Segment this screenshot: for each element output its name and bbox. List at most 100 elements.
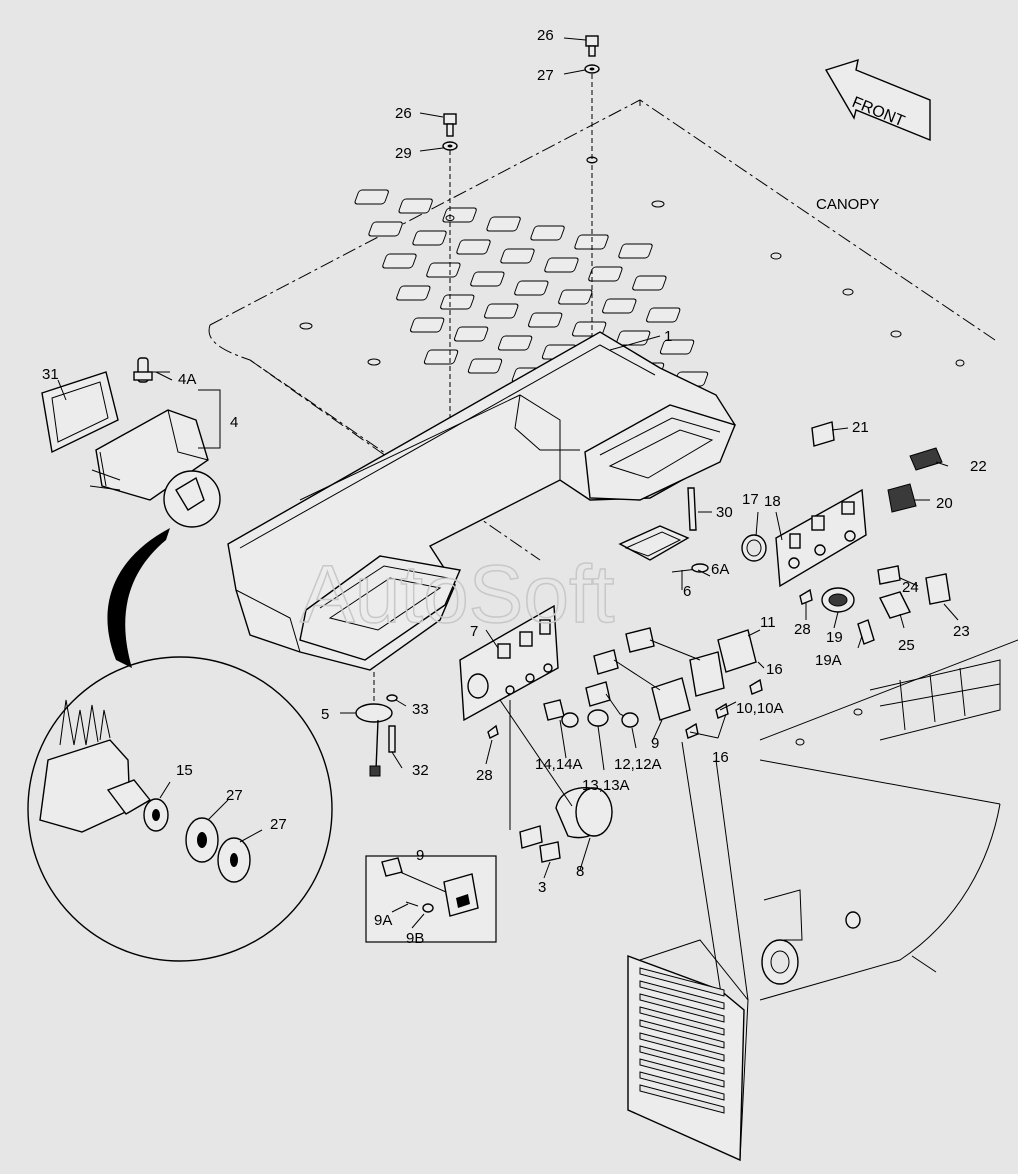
callout-14: 14,14A xyxy=(535,756,583,773)
vent-slot xyxy=(467,358,503,374)
vent-slot xyxy=(558,289,593,305)
grille-slot xyxy=(639,1058,725,1088)
grille-slot xyxy=(639,993,725,1023)
work-lamp-assembly xyxy=(41,357,221,528)
vent-slot xyxy=(530,225,565,241)
callout-30: 30 xyxy=(716,504,733,521)
callout-16b: 16 xyxy=(712,749,729,766)
grille-slot xyxy=(639,967,725,997)
callout-26a: 26 xyxy=(537,27,554,44)
callout-5: 5 xyxy=(321,706,329,723)
callout-17: 17 xyxy=(742,491,759,508)
callout-26b: 26 xyxy=(395,105,412,122)
vent-slot xyxy=(456,239,491,255)
vent-slot xyxy=(544,257,579,273)
callout-labels: CANOPY 1 3 4 4A 5 6 6A 7 8 9 9 9A 9B 10,… xyxy=(42,27,987,947)
canopy-vent-grid xyxy=(354,189,709,392)
vent-slot xyxy=(646,307,681,323)
callout-8: 8 xyxy=(576,863,584,880)
callout-16a: 16 xyxy=(766,661,783,678)
canopy-roof xyxy=(208,99,996,561)
callout-1: 1 xyxy=(664,328,672,345)
callout-9-box: 9 xyxy=(416,847,424,864)
callout-13: 13,13A xyxy=(582,777,630,794)
callout-12: 12,12A xyxy=(614,756,662,773)
vent-slot xyxy=(500,248,535,264)
leader-lines xyxy=(57,335,959,929)
callout-31: 31 xyxy=(42,366,59,383)
callout-6: 6 xyxy=(683,583,691,600)
chassis-frame xyxy=(627,639,1018,1162)
callout-25: 25 xyxy=(898,637,915,654)
vent-slot xyxy=(423,349,459,365)
hourmeter-gauge xyxy=(499,699,613,863)
vent-slot xyxy=(396,285,431,301)
headliner-housing xyxy=(227,331,736,671)
vent-slot xyxy=(382,253,417,269)
vent-slot xyxy=(440,294,475,310)
vent-slot xyxy=(528,312,563,328)
callout-29: 29 xyxy=(395,145,412,162)
relays-harness xyxy=(543,627,757,728)
vent-slot xyxy=(486,216,521,232)
bolt-26-left xyxy=(419,112,458,440)
switch-panel-right xyxy=(741,421,951,645)
callout-27a: 27 xyxy=(537,67,554,84)
vent-slot xyxy=(514,280,549,296)
callout-9a: 9A xyxy=(374,912,392,929)
callout-32: 32 xyxy=(412,762,429,779)
vent-slot xyxy=(354,189,389,205)
strip-30 xyxy=(687,487,712,531)
vent-slot xyxy=(618,243,653,259)
callout-9: 9 xyxy=(651,735,659,752)
vent-slot xyxy=(659,339,695,355)
callout-15: 15 xyxy=(176,762,193,779)
vent-slot xyxy=(602,298,637,314)
grille-slot xyxy=(639,1019,725,1049)
canopy-label: CANOPY xyxy=(816,196,879,213)
callout-27c: 27 xyxy=(270,816,287,833)
callout-6a: 6A xyxy=(711,561,729,578)
callout-27b: 27 xyxy=(226,787,243,804)
vent-slot xyxy=(398,198,433,214)
callout-7: 7 xyxy=(470,623,478,640)
vent-slot xyxy=(426,262,461,278)
callout-11: 11 xyxy=(760,614,776,631)
callout-19a: 19A xyxy=(815,652,842,669)
callout-18: 18 xyxy=(764,493,781,510)
callout-10: 10,10A xyxy=(736,700,784,717)
grille-slot xyxy=(639,1006,725,1036)
switch-panel-left xyxy=(459,604,559,722)
grille-slot xyxy=(639,1032,725,1062)
grille-slot xyxy=(639,1071,725,1101)
watermark: AutoSoft xyxy=(300,549,615,640)
front-arrow: FRONT xyxy=(824,58,931,142)
callout-21: 21 xyxy=(852,419,869,436)
vent-slot xyxy=(410,317,445,333)
vent-slot xyxy=(615,330,651,346)
vent-slot xyxy=(368,221,403,237)
grille-slot xyxy=(639,980,725,1010)
vent-slot xyxy=(588,266,623,282)
grille-slot xyxy=(639,1084,725,1114)
vent-slot xyxy=(453,326,489,342)
callout-20: 20 xyxy=(936,495,953,512)
callout-24: 24 xyxy=(902,579,919,596)
vent-slot xyxy=(497,335,533,351)
callout-3: 3 xyxy=(538,879,546,896)
vent-slot xyxy=(484,303,519,319)
callout-22: 22 xyxy=(970,458,987,475)
callout-28b: 28 xyxy=(794,621,811,638)
callout-4: 4 xyxy=(230,414,238,431)
callout-9b: 9B xyxy=(406,930,424,947)
callout-23: 23 xyxy=(953,623,970,640)
callout-19: 19 xyxy=(826,629,843,646)
callout-4a: 4A xyxy=(178,371,196,388)
dome-light xyxy=(618,525,709,582)
detail-callout xyxy=(27,528,333,962)
grille-slot xyxy=(639,1045,725,1075)
vent-slot xyxy=(442,207,477,223)
vent-slot xyxy=(412,230,447,246)
